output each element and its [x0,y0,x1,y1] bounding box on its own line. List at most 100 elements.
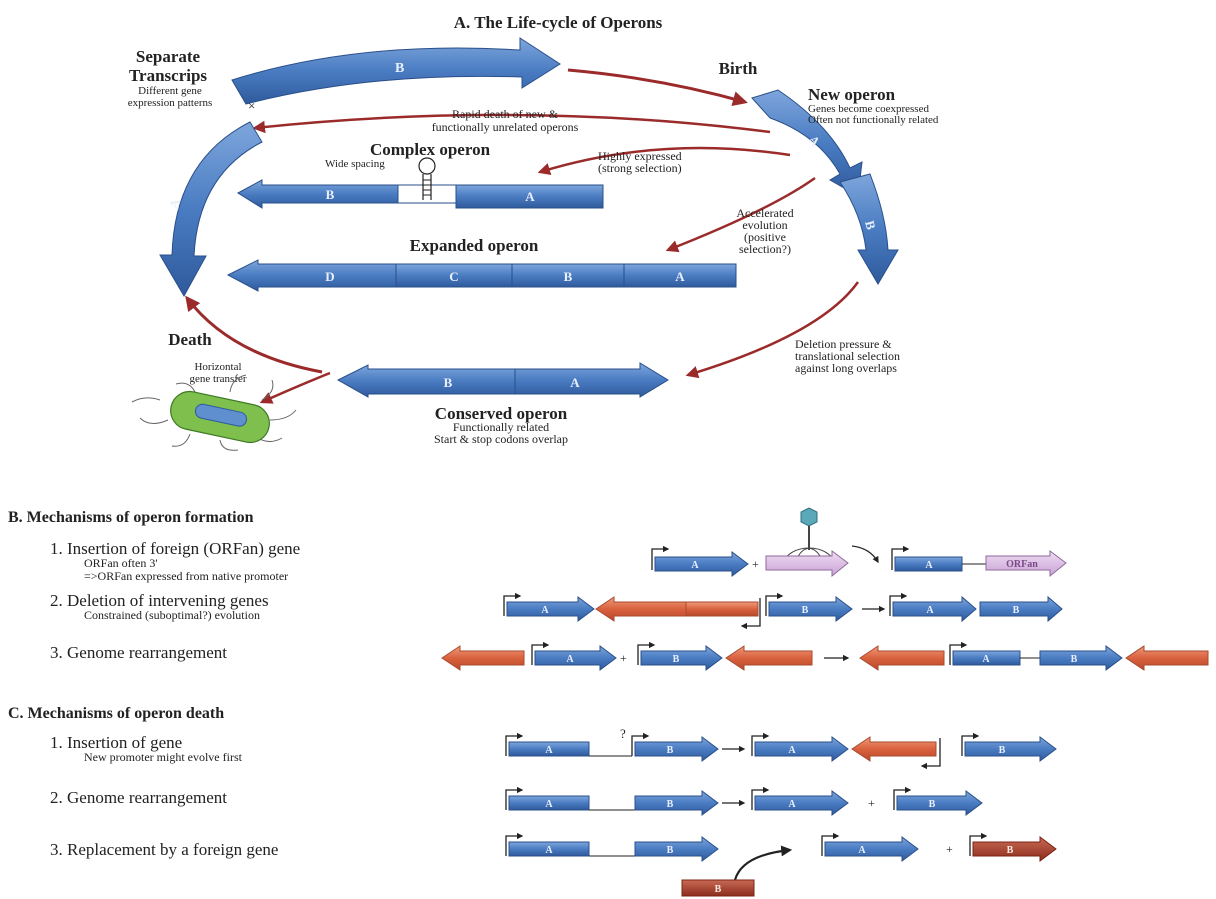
b3-red-gene-left [441,645,525,671]
b1-orfan-label: ORFan [1006,559,1038,570]
death-label: Death [168,330,212,349]
c3-foreign-gene [681,879,755,897]
b2-red-gene-2 [685,601,759,617]
b3-result-gene-b-label: B [1071,654,1078,665]
new-operon-title: New operon [808,85,896,104]
c3-gene-b-label: B [667,845,674,856]
panel-c: C. Mechanisms of operon death 1. Inserti… [8,705,1057,897]
c3-result-gene-a [824,836,919,862]
panel-b-item2-sub: Constrained (suboptimal?) evolution [84,608,260,622]
horizontal-1: Horizontal [194,361,241,373]
rapid-death-2: functionally unrelated operons [432,120,579,134]
c2-gene-b [634,790,719,816]
c1-question: ? [620,726,626,741]
conserved-gene-a [514,362,669,398]
b1-result-gene-a-label: A [925,560,933,571]
accelerated-4: selection?) [739,242,791,256]
c2-result-gene-b [896,790,983,816]
complex-gene-a-label: A [525,189,535,204]
c2-result-gene-a-label: A [788,799,796,810]
expanded-gene-a-label: A [675,269,685,284]
b1-gene-a-label: A [691,560,699,571]
separate-sub-1: Different gene [138,85,202,97]
b1-plus: + [752,557,759,571]
panel-c-item1-title: 1. Insertion of gene [50,733,182,752]
b1-gene-a [654,551,749,577]
c2-gene-a-label: A [545,799,553,810]
horizontal-2: gene transfer [189,373,246,385]
expanded-gene-b-label: B [564,269,573,284]
deletion-3: against long overlaps [795,361,897,375]
b2-result-gene-a-label: A [926,605,934,616]
c3-result-foreign-gene-label: B [1007,845,1014,856]
highly-expressed-arrow [537,146,791,176]
b2-gene-a-label: A [541,605,549,616]
b3-gene-b [640,645,723,671]
b3-result-gene-a-label: A [982,654,990,665]
b-row3: A + B A B [441,641,1209,671]
panel-c-item2-title: 2. Genome rearrangement [50,788,227,807]
c3-result-foreign-gene [972,836,1057,862]
gene-b-right-label: B [862,219,879,232]
separate-title-1: Separate [136,47,201,66]
c1-gene-b-label: B [667,745,674,756]
b1-result-orfan [985,550,1067,578]
panel-b-item1-title: 1. Insertion of foreign (ORFan) gene [50,539,300,558]
b2-gene-b [768,596,853,622]
c2-result-gene-b-label: B [929,799,936,810]
panel-a-title: A. The Life-cycle of Operons [454,13,663,32]
b3-red-gene-mid [725,645,813,671]
b3-gene-a-label: A [566,654,574,665]
panel-b: B. Mechanisms of operon formation 1. Ins… [8,507,1209,671]
complex-gene-a [455,184,604,209]
b1-result-gene-a [894,556,963,572]
b1-orfan-phage [765,550,849,578]
b3-result-red-gene-right [1125,645,1209,671]
b-row2: A B A B [503,592,1063,630]
b-row1: A + A ORFan [651,507,1067,578]
conserved-operon-title: Conserved operon [435,404,568,423]
c3-gene-a [508,841,590,857]
panel-b-title: B. Mechanisms of operon formation [8,509,254,526]
b3-gene-b-label: B [673,654,680,665]
expanded-gene-c-label: C [449,269,458,284]
panel-b-item2-title: 2. Deletion of intervening genes [50,591,269,610]
panel-a: A. The Life-cycle of Operons B A A B Sep… [128,13,939,451]
panel-b-item1-sub2: =>ORFan expressed from native promoter [84,569,288,583]
rapid-death-1: Rapid death of new & [452,107,559,121]
c1-red-gene [851,736,937,762]
complex-gene-b [237,179,399,209]
c1-result-gene-a [754,736,849,762]
conserved-gene-b [336,364,516,398]
expanded-operon-title: Expanded operon [410,236,539,255]
phage-icon [779,507,839,567]
conserved-sub-1: Functionally related [453,420,549,434]
b2-result-gene-a [892,595,977,623]
c1-gene-a-label: A [545,745,553,756]
b3-gene-a [534,645,617,671]
accelerated-2: evolution [742,218,787,232]
panel-c-item1-sub: New promoter might evolve first [84,750,243,764]
complex-operon-sub: Wide spacing [325,158,385,170]
b2-red-gene-1 [595,596,687,622]
death-arrow [185,295,323,374]
expanded-gene-d [226,259,397,292]
b2-result-gene-b-label: B [1013,605,1020,616]
conserved-gene-a-label: A [570,375,580,390]
c-row2: A B A + B [505,786,983,816]
panel-b-item3-title: 3. Genome rearrangement [50,643,227,662]
panel-c-item3-title: 3. Replacement by a foreign gene [50,840,278,859]
c1-result-gene-b [964,736,1057,762]
highly-expressed-1: Highly expressed [598,149,682,163]
expanded-gene-a [623,263,737,288]
horizontal-transfer-arrow [259,371,331,404]
deletion-1: Deletion pressure & [795,337,892,351]
birth-arrow [567,68,748,106]
separate-sub-2: expression patterns [128,97,213,109]
b2-gene-a [506,596,595,622]
panel-c-title: C. Mechanisms of operon death [8,705,224,722]
deletion-pressure-arrow [685,281,860,379]
c1-result-gene-a-label: A [788,745,796,756]
c-row3: A B B A + B [505,832,1057,897]
